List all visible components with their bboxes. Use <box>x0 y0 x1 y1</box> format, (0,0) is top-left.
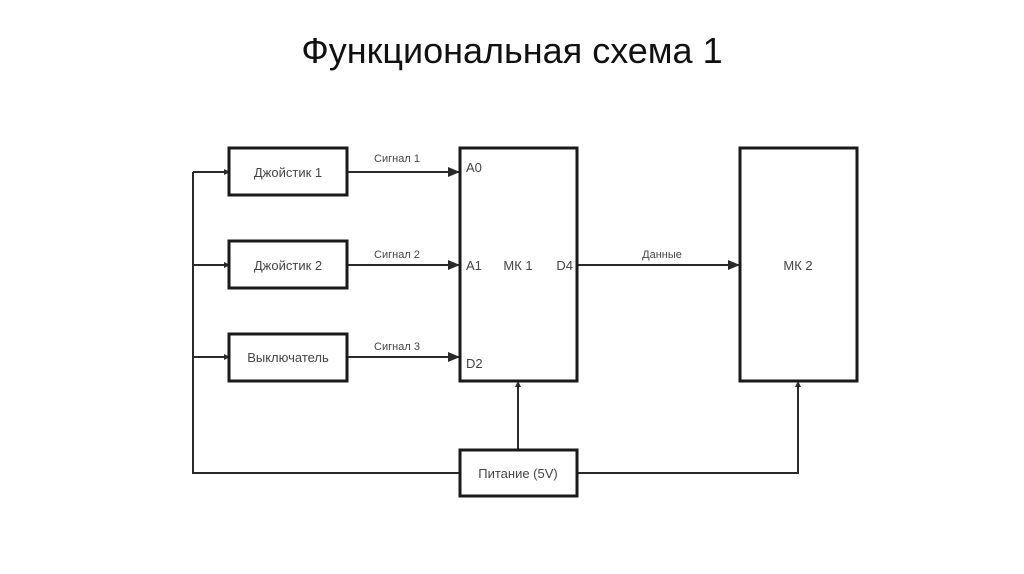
switch-label: Выключатель <box>247 350 329 365</box>
joystick2-label: Джойстик 2 <box>254 258 322 273</box>
power-block: Питание (5V) <box>458 448 579 498</box>
joystick1-block: Джойстик 1 <box>227 146 349 197</box>
switch-block: Выключатель <box>227 332 349 383</box>
joystick1-label: Джойстик 1 <box>254 165 322 180</box>
power-to-mk2 <box>577 381 801 474</box>
power-bus-left <box>192 172 460 474</box>
page-title: Функциональная схема 1 <box>301 30 723 71</box>
pin-d2: D2 <box>466 356 483 371</box>
mk2-block: МК 2 <box>738 146 859 383</box>
mk2-label: МК 2 <box>783 258 812 273</box>
data-label: Данные <box>642 249 682 261</box>
pin-a1: A1 <box>466 258 482 273</box>
mk1-block: МК 1 A0 A1 D2 D4 <box>458 146 579 383</box>
power-label: Питание (5V) <box>478 466 558 481</box>
mk1-label: МК 1 <box>503 258 532 273</box>
signal2-label: Сигнал 2 <box>374 249 420 261</box>
joystick2-block: Джойстик 2 <box>227 239 349 290</box>
signal3-label: Сигнал 3 <box>374 341 420 353</box>
pin-a0: A0 <box>466 160 482 175</box>
signal1-label: Сигнал 1 <box>374 153 420 165</box>
pin-d4: D4 <box>556 258 573 273</box>
